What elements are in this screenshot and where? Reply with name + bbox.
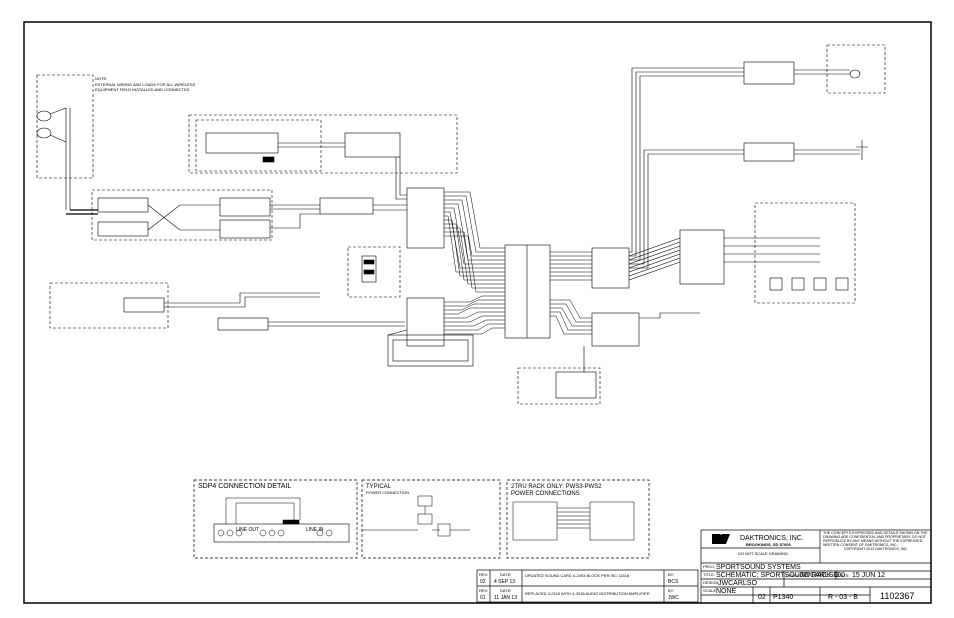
- note-text: EXTERNAL WIRING AND LOADS FOR ALL WIRELE…: [95, 82, 196, 87]
- company-name: DAKTRONICS, INC.: [740, 535, 804, 542]
- receiver-box: [188, 114, 458, 174]
- revision-row-2: REV: 01 DATE: 11 JAN 13 REPLACED 4-2118 …: [479, 588, 679, 601]
- svg-text:4 SEP 13: 4 SEP 13: [494, 579, 515, 585]
- mixer-blocks: [91, 189, 374, 241]
- confidential-note-box: THE CONCEPTS EXPRESSED AND DETAILS SHOWN…: [823, 531, 928, 552]
- proj-label: PROJ:: [703, 564, 715, 569]
- sdp4-detail-box: SDP4 CONNECTION DETAIL LINE OUT LINE IN: [193, 479, 358, 559]
- function-code: R - 03 - B: [828, 594, 858, 601]
- svg-text:BY:: BY:: [668, 588, 674, 593]
- project-name: SPORTSOUND SYSTEMS: [716, 564, 801, 571]
- confidential-note: THE CONCEPTS EXPRESSED AND DETAILS SHOWN…: [823, 531, 928, 548]
- svg-text:DATE:: DATE:: [500, 588, 511, 593]
- rev-cell: 02: [758, 594, 766, 601]
- typical-detail-box: TYPICAL POWER CONNECTION: [361, 479, 501, 559]
- daktronics-logo: [712, 534, 730, 544]
- typical-title: TYPICAL: [366, 484, 392, 490]
- lower-center-box: [517, 346, 601, 405]
- note-text: NOTE:: [95, 76, 107, 81]
- svg-text:BY:: BY:: [668, 572, 674, 577]
- copyright-note: COPYRIGHT 2012 DAKTRONICS, INC.: [843, 547, 909, 552]
- svg-text:BCS: BCS: [668, 579, 679, 585]
- svg-text:REV:: REV:: [479, 588, 488, 593]
- distribution-left: [373, 157, 474, 367]
- revision-table: [476, 569, 699, 603]
- computer-box: [49, 282, 405, 331]
- svg-text:JWC: JWC: [668, 595, 679, 601]
- svg-text:02: 02: [480, 579, 486, 585]
- drawn-by: JWCARLSO: [800, 572, 839, 579]
- job-number: P1340: [773, 594, 793, 601]
- sdp4-title: SDP4 CONNECTION DETAIL: [198, 483, 291, 490]
- rack-title-2: POWER CONNECTIONS: [511, 491, 580, 497]
- date-label: DATE:: [838, 573, 849, 578]
- design-label: DESIGN:: [703, 580, 719, 585]
- do-not-scale: DO NOT SCALE DRAWING: [738, 551, 788, 556]
- sheet-border: [23, 21, 932, 604]
- sdp4-line-out: LINE OUT: [236, 527, 259, 533]
- drawing-number: 1102367: [880, 591, 914, 601]
- wiring-center-right: [550, 251, 592, 335]
- wiring-left-center: [444, 191, 505, 335]
- distribution-right: [591, 67, 744, 347]
- svg-text:REV:: REV:: [479, 572, 488, 577]
- typical-subtitle: POWER CONNECTION: [366, 490, 409, 495]
- svg-text:DATE:: DATE:: [500, 572, 511, 577]
- drawing-date: 15 JUN 12: [852, 572, 885, 579]
- note-text: EQUIPMENT FIELD INSTALLED AND CONNECTED: [95, 87, 190, 92]
- svg-text:REPLACED 4-2118 WITH 4-3236 AU: REPLACED 4-2118 WITH 4-3236 AUDIO DISTRI…: [525, 591, 650, 596]
- sdp4-line-in: LINE IN: [306, 527, 324, 533]
- center-amplifier: [504, 244, 551, 339]
- installer-box: [347, 246, 401, 298]
- svg-text:UPDATED SOUND CARD 4-2493 BLOC: UPDATED SOUND CARD 4-2493 BLOCK PER ISC …: [525, 573, 630, 578]
- drawing-title: SCHEMATIC; SPORTSOUND RACK 300: [716, 572, 845, 579]
- title-label: TITLE:: [703, 572, 715, 577]
- designer: JWCARLSO: [718, 580, 757, 587]
- speaker-group-left: [36, 74, 98, 215]
- scale-label: SCALE:: [703, 588, 717, 593]
- drawn-label: DRAWN:: [786, 573, 802, 578]
- rack-title-1: 2TRU RACK ONLY: PWS3-PWS2: [511, 484, 602, 490]
- company-location: BROOKINGS, SD 57006: [746, 542, 791, 547]
- revision-row-1: REV: 02 DATE: 4 SEP 13 UPDATED SOUND CAR…: [479, 572, 679, 585]
- svg-text:01: 01: [480, 595, 486, 601]
- title-block: [700, 529, 932, 604]
- output-box: [724, 202, 856, 304]
- drawing-scale: NONE: [716, 588, 737, 595]
- top-right-blocks: [743, 44, 886, 162]
- rack-detail-box: 2TRU RACK ONLY: PWS3-PWS2 POWER CONNECTI…: [506, 479, 650, 559]
- svg-text:11 JAN 13: 11 JAN 13: [494, 595, 517, 601]
